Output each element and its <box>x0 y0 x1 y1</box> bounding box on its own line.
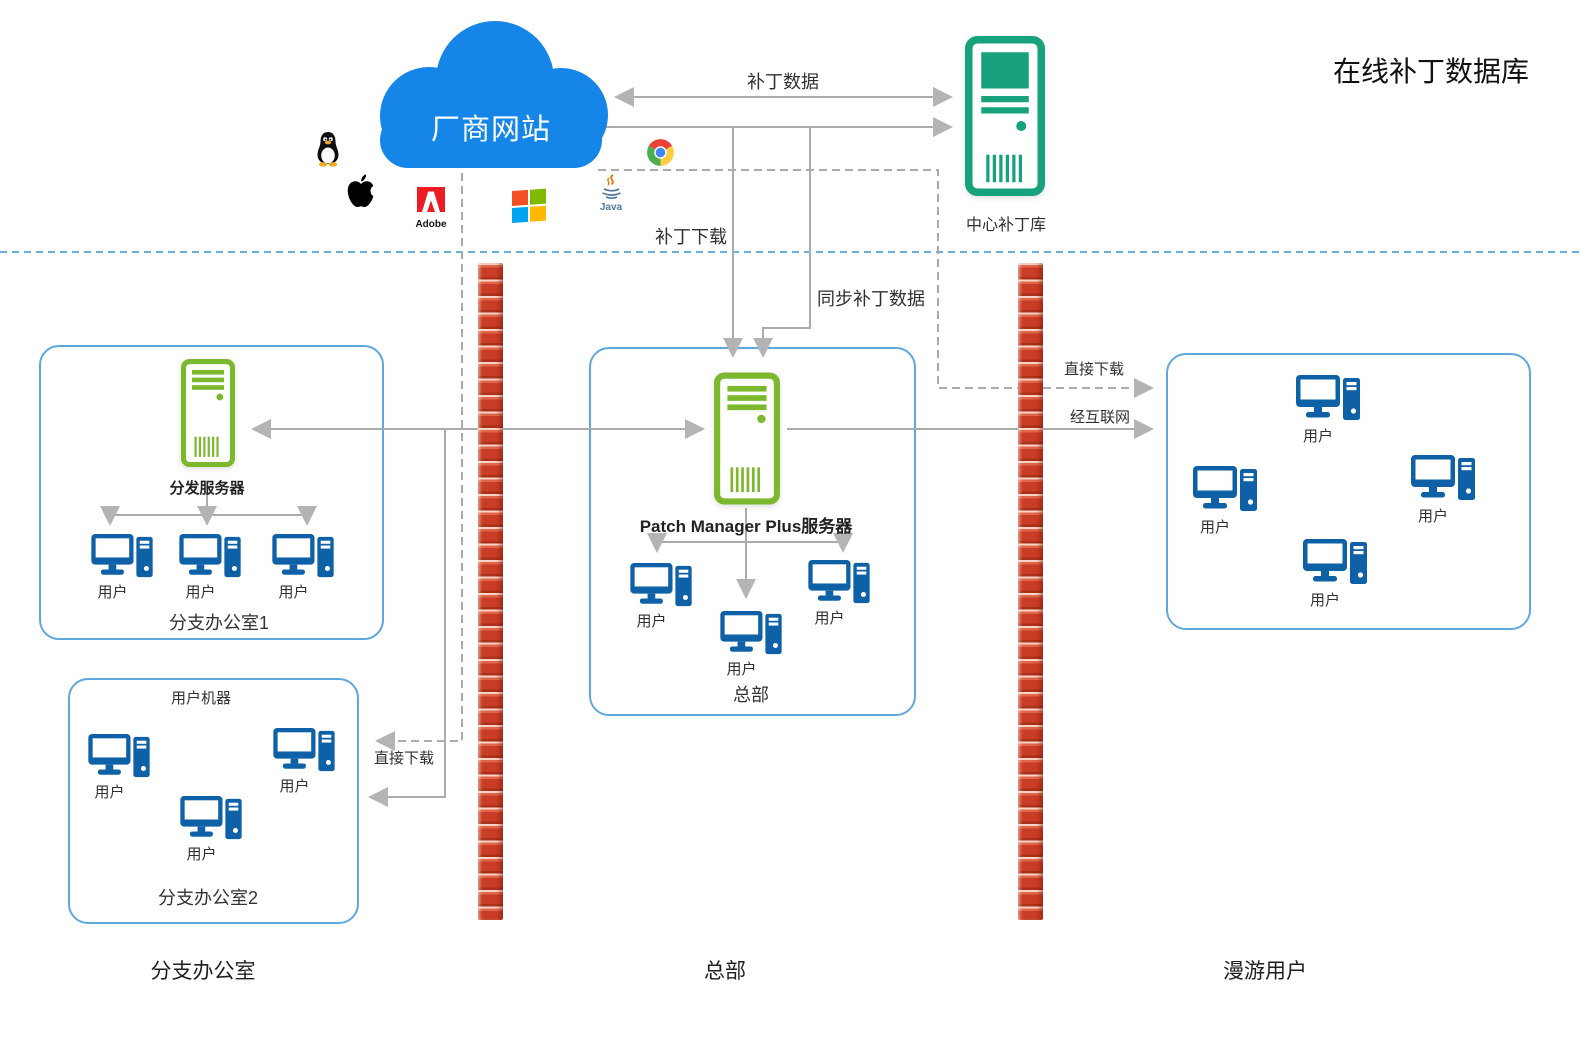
user-label: 用户 <box>97 584 128 601</box>
user-label: 用户 <box>94 784 125 801</box>
central-repo-label: 中心补丁库 <box>965 217 1047 234</box>
direct-download-branch2-flow <box>375 173 463 751</box>
user-computer-icon <box>180 796 242 842</box>
user-label: 用户 <box>726 661 757 678</box>
user-computer-icon <box>88 734 150 780</box>
page-title: 在线补丁数据库 <box>1332 56 1530 87</box>
windows-icon <box>512 188 546 223</box>
cloud-icon <box>380 21 608 168</box>
user-label: 用户 <box>186 846 217 863</box>
central-repo-server-icon <box>964 36 1046 196</box>
branch2-header: 用户机器 <box>170 690 232 707</box>
sync-patch-data-flow <box>753 127 811 358</box>
hq-caption: 总部 <box>733 685 769 705</box>
flow-label-via-internet: 经互联网 <box>1069 409 1131 426</box>
flow-label-patch-data: 补丁数据 <box>747 72 819 92</box>
distribution-server-label: 分发服务器 <box>169 480 245 497</box>
pmp-to-branch2-flow <box>368 429 446 807</box>
adobe-icon: Adobe <box>415 187 447 230</box>
user-computer-icon <box>273 728 335 774</box>
apple-icon <box>347 174 378 207</box>
user-computer-icon <box>720 611 782 657</box>
user-label: 用户 <box>1417 508 1448 525</box>
adobe-wordmark: Adobe <box>415 219 447 230</box>
direct-download-roaming-flow <box>598 169 1154 398</box>
user-computer-icon <box>1296 375 1360 423</box>
user-computer-icon <box>1303 539 1367 587</box>
user-computer-icon <box>630 563 692 609</box>
flow-label-direct-download-branch: 直接下载 <box>373 750 435 767</box>
user-label: 用户 <box>636 613 667 630</box>
linux-icon <box>317 132 339 167</box>
user-computer-icon <box>1193 466 1257 514</box>
vendor-cloud: 厂商网站 <box>365 20 617 173</box>
user-label: 用户 <box>814 610 845 627</box>
user-label: 用户 <box>1199 519 1230 536</box>
user-computer-icon <box>272 534 334 580</box>
user-label: 用户 <box>278 584 309 601</box>
branch1-caption: 分支办公室1 <box>168 613 270 633</box>
hq-tree <box>657 508 843 543</box>
user-computer-icon <box>808 560 870 606</box>
pmp-server-icon <box>714 370 780 507</box>
java-icon: Java <box>600 174 623 213</box>
user-computer-icon <box>179 534 241 580</box>
user-label: 用户 <box>279 778 310 795</box>
firewall-icon <box>1018 263 1043 920</box>
firewall-icon <box>478 263 503 920</box>
flow-label-sync-patch-data: 同步补丁数据 <box>817 289 925 309</box>
flow-label-patch-download: 补丁下载 <box>655 227 727 247</box>
java-wordmark: Java <box>600 202 623 213</box>
footer-roaming-users: 漫游用户 <box>1223 960 1307 983</box>
user-label: 用户 <box>1309 592 1340 609</box>
pmp-server-label: Patch Manager Plus服务器 <box>639 517 853 536</box>
user-label: 用户 <box>185 584 216 601</box>
cloud-label: 厂商网站 <box>430 114 551 146</box>
flow-label-direct-download-roaming: 直接下载 <box>1063 361 1125 378</box>
chrome-icon <box>647 139 674 166</box>
branch2-caption: 分支办公室2 <box>157 888 259 908</box>
user-computer-icon <box>91 534 153 580</box>
user-label: 用户 <box>1302 428 1333 445</box>
footer-branch-offices: 分支办公室 <box>150 960 256 983</box>
distribution-server-icon <box>181 355 235 471</box>
user-computer-icon <box>1411 455 1475 503</box>
footer-headquarters: 总部 <box>704 960 746 983</box>
